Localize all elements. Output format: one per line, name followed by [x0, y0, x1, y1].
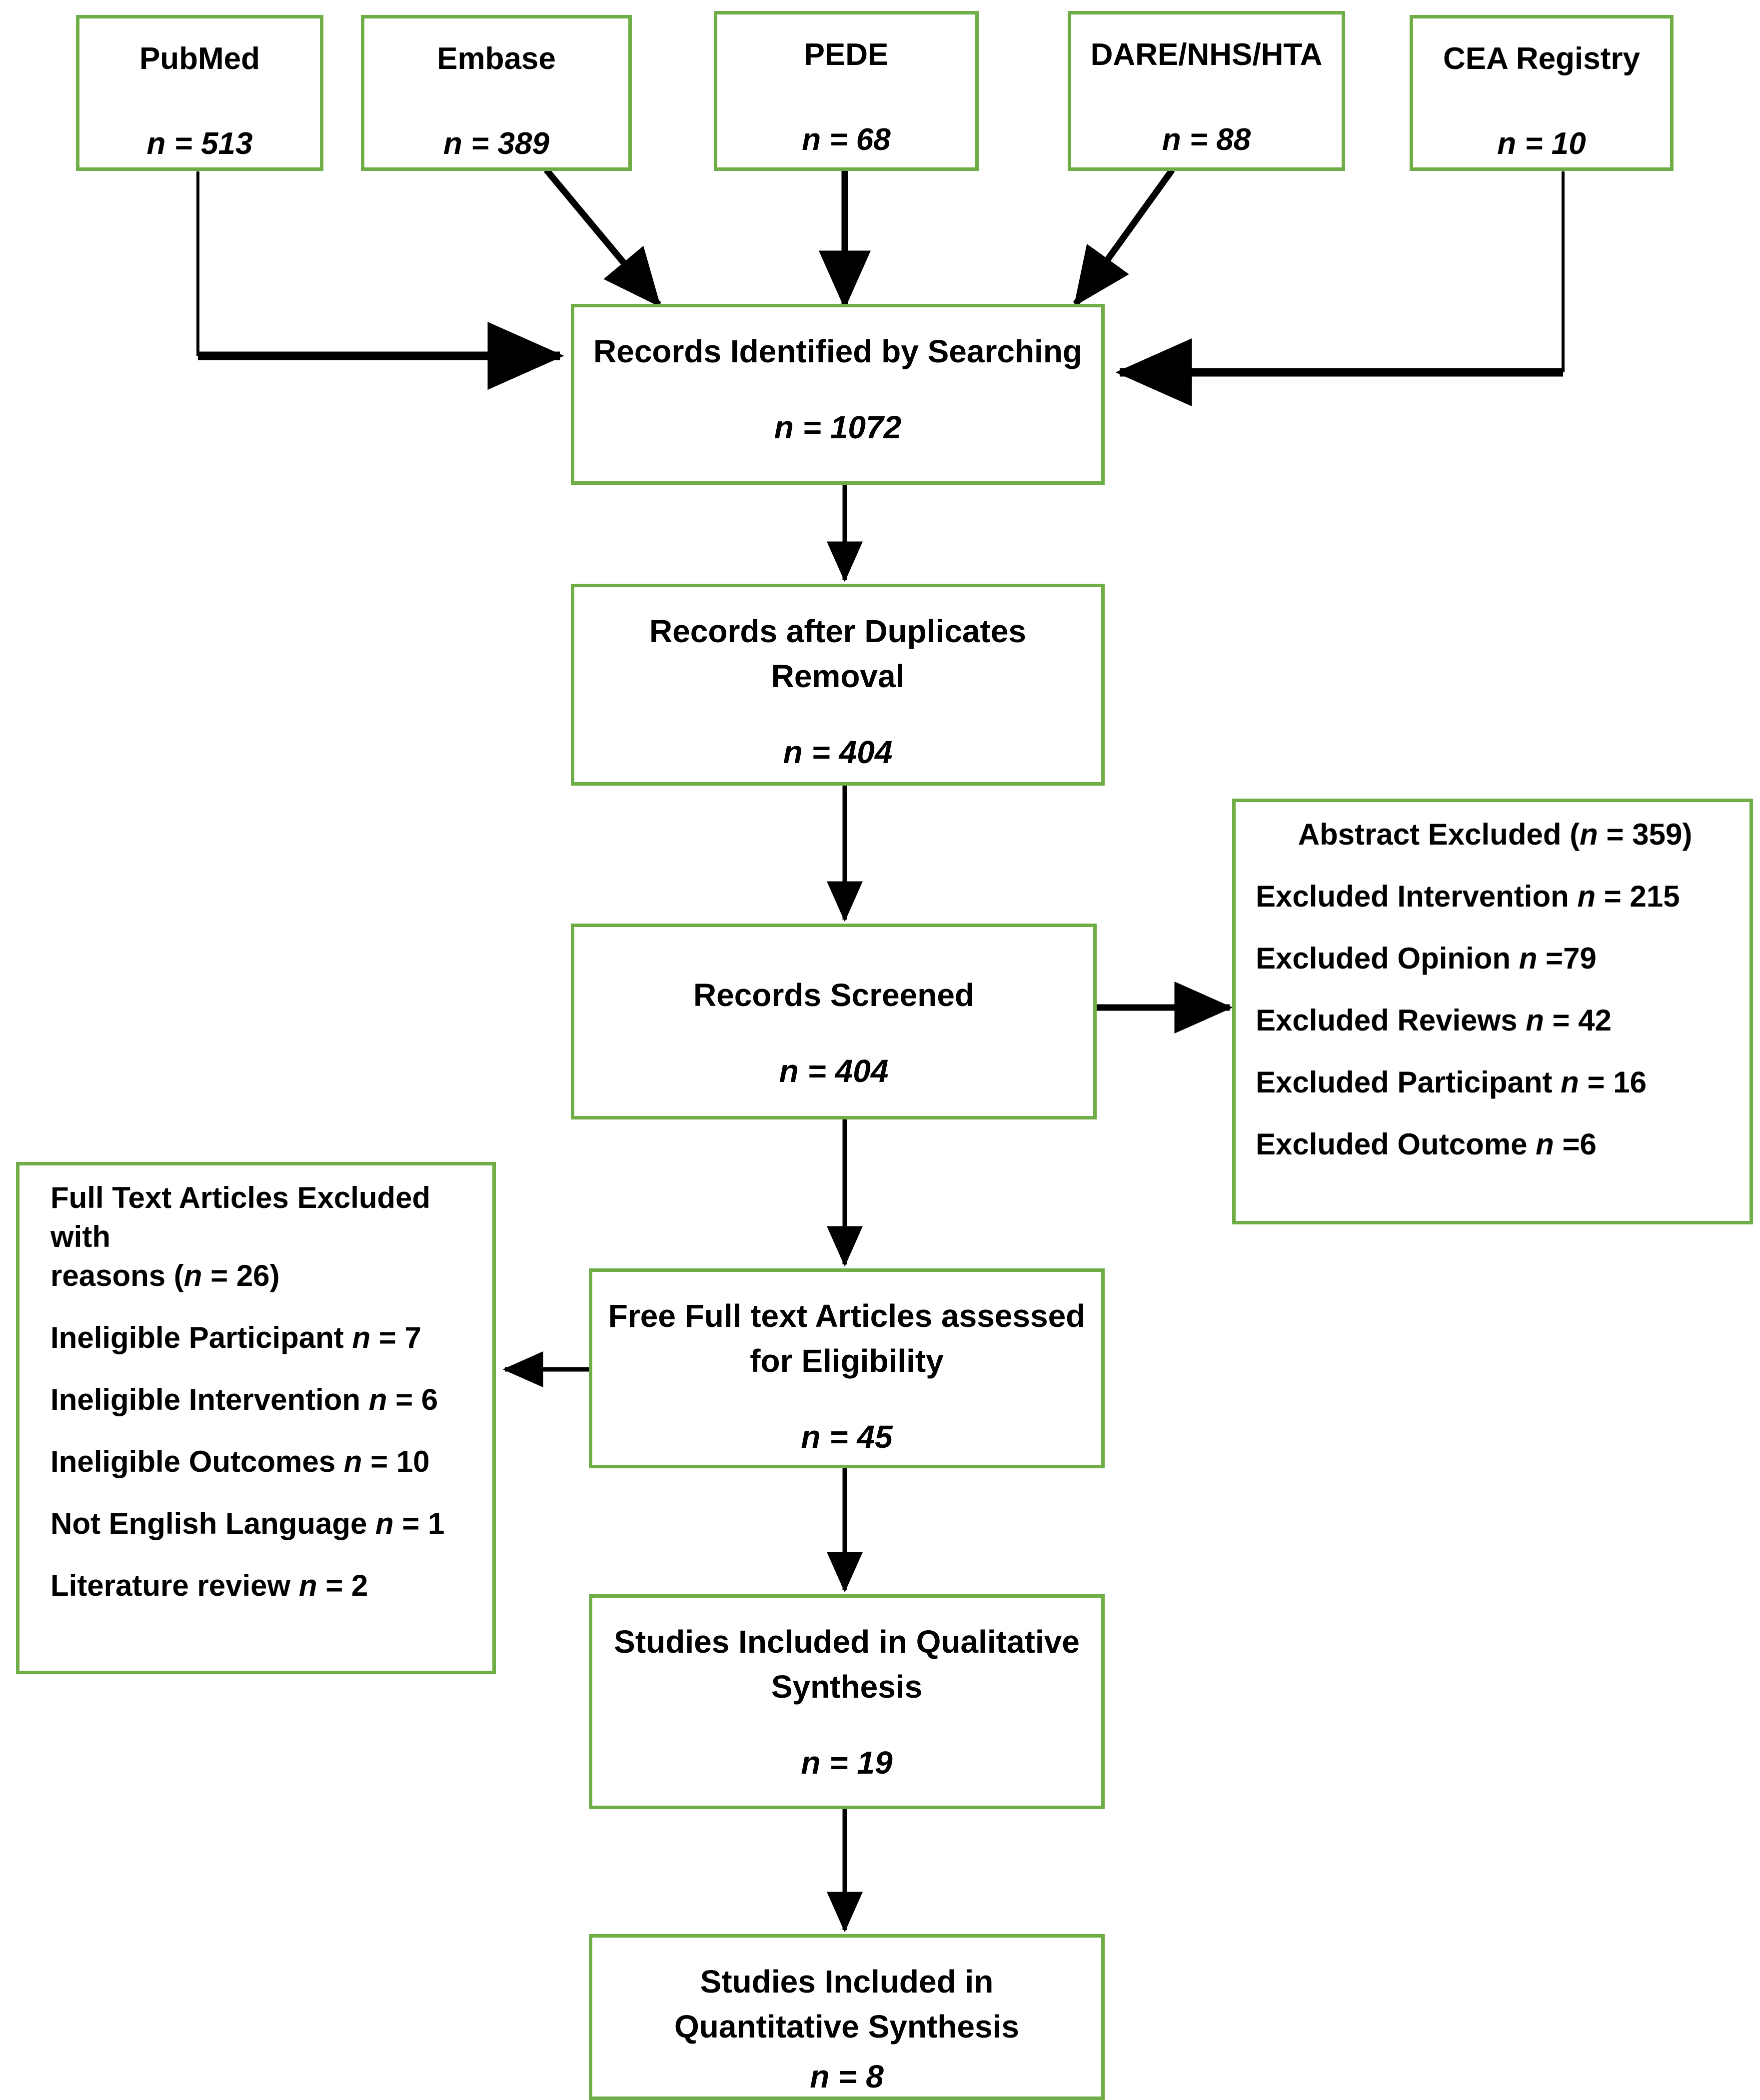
source-count: n = 389: [443, 126, 549, 161]
fulltext-excluded-header-line1: Full Text Articles Excluded with: [50, 1181, 431, 1253]
node-title-line1: Studies Included in Qualitative: [614, 1624, 1080, 1660]
node-title-line1: Studies Included in: [700, 1964, 994, 2000]
fulltext-excluded-header-line2: reasons (n = 26): [50, 1259, 280, 1292]
abstract-excluded-item: Excluded Reviews n = 42: [1256, 1004, 1612, 1037]
node-title-line1: Free Full text Articles assessed: [608, 1298, 1086, 1334]
arrow-cea-to-identified: [1115, 171, 1565, 406]
source-count: n = 513: [146, 126, 253, 161]
node-title-line2: Synthesis: [771, 1669, 923, 1705]
source-name: Embase: [437, 41, 556, 76]
arrow-dare-to-identified: [1073, 168, 1175, 307]
node-count: n = 404: [783, 734, 893, 770]
node-records-identified[interactable]: Records Identified by Searching n = 1072: [571, 304, 1105, 485]
fulltext-excluded-item: Ineligible Outcomes n = 10: [50, 1445, 430, 1478]
abstract-excluded-item: Excluded Outcome n =6: [1256, 1127, 1597, 1161]
source-name: PEDE: [804, 37, 889, 72]
node-count: n = 19: [801, 1745, 893, 1781]
source-box-pede[interactable]: PEDE n = 68: [714, 11, 979, 171]
fulltext-excluded-item: Ineligible Participant n = 7: [50, 1321, 421, 1354]
source-box-embase[interactable]: Embase n = 389: [361, 15, 632, 171]
node-count: n = 404: [779, 1053, 889, 1089]
abstract-excluded-item: Excluded Opinion n =79: [1256, 942, 1597, 975]
abstract-excluded-item: Excluded Intervention n = 215: [1256, 880, 1680, 913]
node-title-line2: Quantitative Synthesis: [674, 2009, 1019, 2045]
arrow-pubmed-to-identified: [196, 171, 564, 390]
node-count: n = 1072: [774, 409, 902, 445]
node-title: Records Identified by Searching: [593, 333, 1082, 369]
source-box-cea-registry[interactable]: CEA Registry n = 10: [1410, 15, 1674, 171]
node-count: n = 45: [801, 1419, 893, 1455]
fulltext-excluded-item: Ineligible Intervention n = 6: [50, 1383, 438, 1416]
node-fulltext-assessed[interactable]: Free Full text Articles assessed for Eli…: [589, 1268, 1105, 1468]
node-title-line2: for Eligibility: [750, 1343, 944, 1379]
source-count: n = 10: [1497, 126, 1586, 161]
fulltext-excluded-item: Literature review n = 2: [50, 1569, 368, 1602]
node-abstract-excluded[interactable]: Abstract Excluded (n = 359) Excluded Int…: [1232, 799, 1753, 1224]
node-quantitative-synthesis[interactable]: Studies Included in Quantitative Synthes…: [589, 1934, 1105, 2100]
abstract-excluded-header-text: Abstract Excluded (n = 359): [1298, 818, 1693, 851]
node-title-line1: Records after Duplicates: [649, 613, 1027, 649]
fulltext-excluded-item: Not English Language n = 1: [50, 1507, 445, 1540]
source-name: CEA Registry: [1443, 41, 1640, 76]
node-title: Records Screened: [693, 977, 975, 1013]
node-title-line2: Removal: [771, 658, 905, 694]
node-records-screened[interactable]: Records Screened n = 404: [571, 924, 1097, 1119]
node-count: n = 8: [810, 2059, 884, 2095]
node-fulltext-excluded[interactable]: Full Text Articles Excluded with reasons…: [16, 1162, 496, 1674]
source-name: PubMed: [139, 41, 260, 76]
source-box-pubmed[interactable]: PubMed n = 513: [76, 15, 323, 171]
source-name: DARE/NHS/HTA: [1090, 37, 1323, 72]
node-records-after-duplicates[interactable]: Records after Duplicates Removal n = 404: [571, 584, 1105, 786]
source-count: n = 68: [802, 122, 891, 157]
arrow-embase-to-identified: [544, 167, 661, 307]
node-qualitative-synthesis[interactable]: Studies Included in Qualitative Synthesi…: [589, 1594, 1105, 1809]
source-count: n = 88: [1162, 122, 1251, 157]
abstract-excluded-header: Abstract Excluded (n = 359): [1256, 815, 1735, 854]
source-box-dare-nhs-hta[interactable]: DARE/NHS/HTA n = 88: [1068, 11, 1345, 171]
abstract-excluded-item: Excluded Participant n = 16: [1256, 1065, 1647, 1099]
